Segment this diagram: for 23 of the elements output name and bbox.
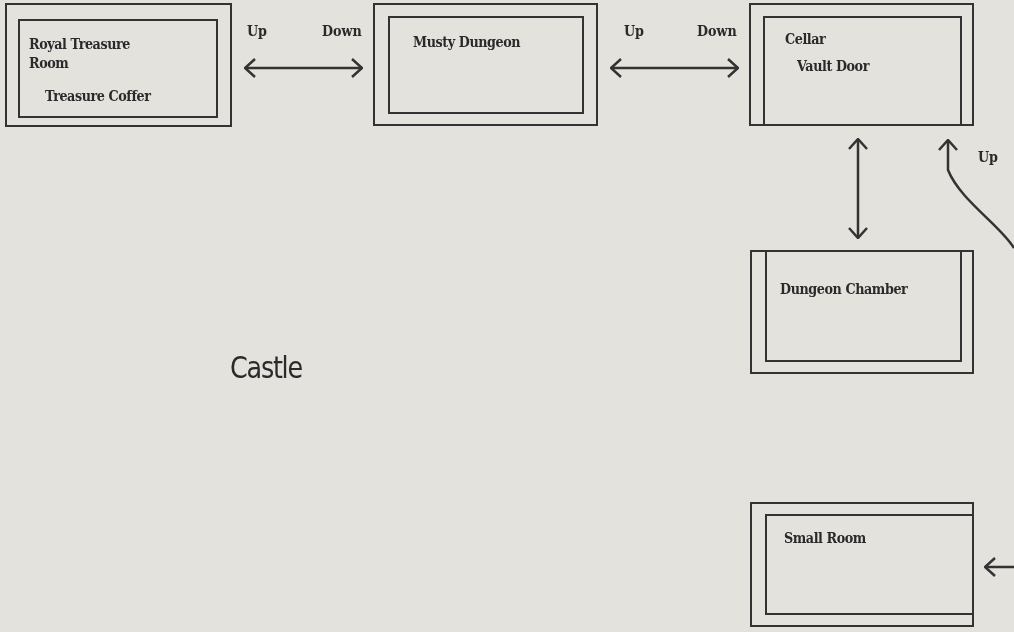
room-name: Small Room <box>784 529 867 548</box>
arrow <box>983 556 1014 578</box>
room-box <box>750 502 974 627</box>
room-name: Dungeon Chamber <box>780 280 909 299</box>
room-box <box>5 3 232 127</box>
direction-label: Down <box>697 22 737 40</box>
room-name: Musty Dungeon <box>413 33 522 52</box>
map-title: Castle <box>230 350 302 385</box>
arrow <box>937 138 1014 249</box>
room-item: Vault Door <box>797 57 871 76</box>
edge-label: Up <box>978 148 999 166</box>
room-box <box>749 3 974 126</box>
arrow <box>847 137 869 240</box>
arrow <box>609 57 740 79</box>
direction-label: Down <box>322 22 362 40</box>
arrow <box>243 57 364 79</box>
room-item: Treasure Coffer <box>45 87 152 106</box>
room-name: Cellar <box>785 30 827 49</box>
direction-label: Up <box>247 22 268 40</box>
room-name: Royal Treasure Room <box>29 35 132 73</box>
room-box <box>373 3 598 126</box>
direction-label: Up <box>624 22 645 40</box>
room-box <box>750 250 974 374</box>
